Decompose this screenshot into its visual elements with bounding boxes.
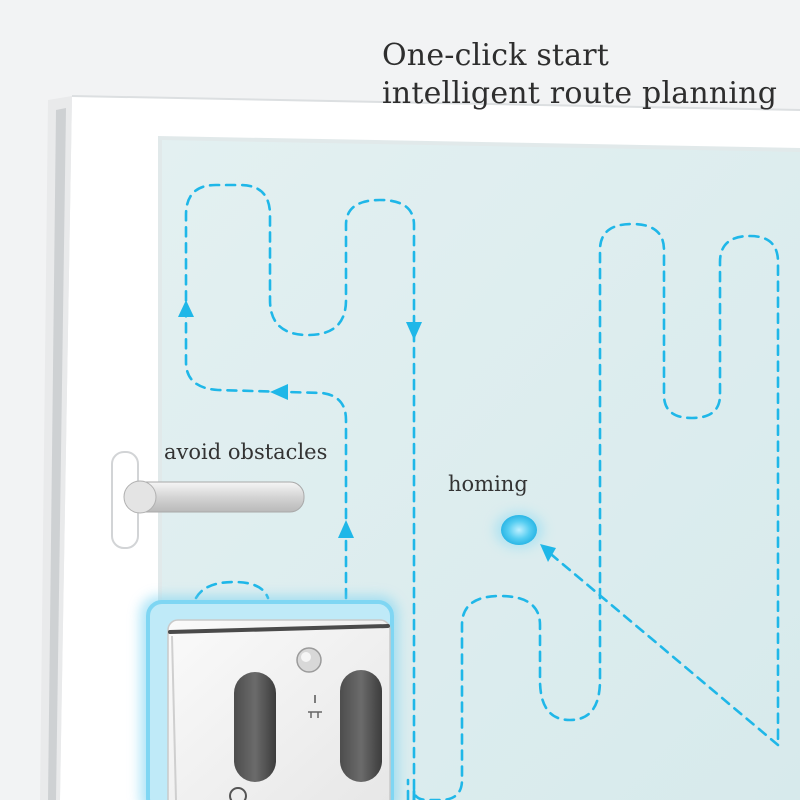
left-grip: [234, 672, 276, 782]
route-arrows: [178, 300, 556, 562]
window-cleaning-robot: [140, 596, 398, 800]
avoid-obstacles-label: avoid obstacles: [164, 440, 328, 464]
arrow-up-bottom: [338, 520, 354, 538]
arrow-down: [406, 322, 422, 340]
headline-line-2: intelligent route planning: [382, 76, 778, 111]
arrow-homing: [540, 544, 556, 562]
headline-line-1: One-click start: [382, 38, 610, 73]
homing-point: [501, 515, 537, 545]
arrow-up-left: [178, 300, 194, 317]
arrow-left: [270, 384, 288, 400]
window-handle: [111, 451, 305, 549]
right-grip: [340, 670, 382, 782]
route-path: [184, 183, 780, 800]
homing-label: homing: [448, 472, 528, 496]
